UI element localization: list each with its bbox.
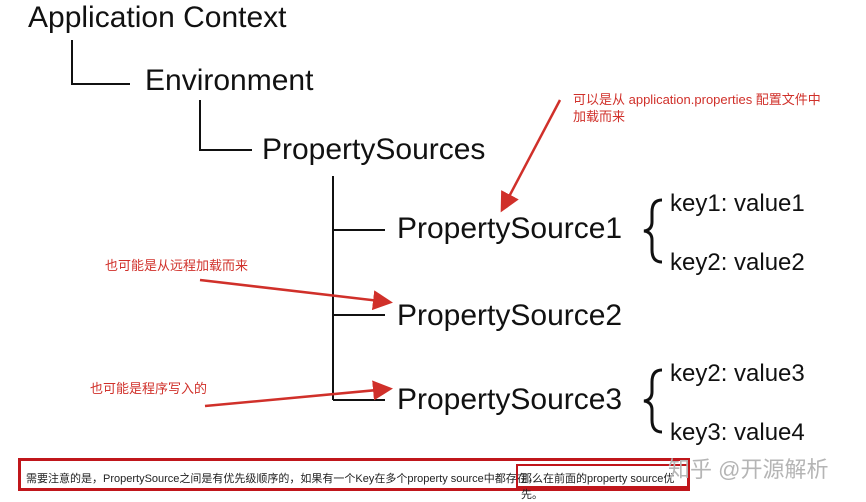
key-value: key1: value1 (670, 190, 805, 217)
annotation-source3: 也可能是程序写入的 (90, 381, 208, 396)
node-property-sources: PropertySources (262, 133, 486, 166)
key-value: key2: value3 (670, 360, 805, 387)
annotation-source1-line1: 可以是从 application.properties 配置文件中 (573, 92, 821, 107)
connector-environment-sources (199, 100, 252, 151)
connector-root-environment (71, 40, 130, 85)
watermark: 知乎 @开源解析 (668, 457, 829, 482)
node-environment: Environment (145, 64, 314, 97)
node-property-source-2: PropertySource2 (397, 299, 623, 332)
node-application-context: Application Context (28, 1, 287, 34)
priority-note-box: 需要注意的是，PropertySource之间是有优先级顺序的，如果有一个Key… (18, 458, 690, 501)
annotation-source1: 可以是从 application.properties 配置文件中 加载而来 (573, 91, 821, 125)
annotation-source2: 也可能是从远程加载而来 (105, 258, 249, 273)
key-value: key2: value2 (670, 249, 805, 276)
brace-source3 (643, 368, 663, 434)
arrow-to-source2 (199, 278, 393, 311)
brace-source1 (643, 198, 663, 264)
priority-note-highlight: 那么在前面的property source优先。 (521, 473, 675, 501)
priority-note-text: 需要注意的是，PropertySource之间是有优先级顺序的，如果有一个Key… (26, 473, 539, 485)
node-property-source-1: PropertySource1 (397, 212, 623, 245)
node-property-source-3: PropertySource3 (397, 383, 623, 416)
key-value: key3: value4 (670, 419, 805, 446)
arrow-to-source1 (500, 99, 562, 213)
arrow-to-source3 (204, 380, 393, 408)
priority-note-highlight-box: 那么在前面的property source优先。 (516, 464, 690, 501)
annotation-source1-line2: 加载而来 (573, 109, 626, 124)
